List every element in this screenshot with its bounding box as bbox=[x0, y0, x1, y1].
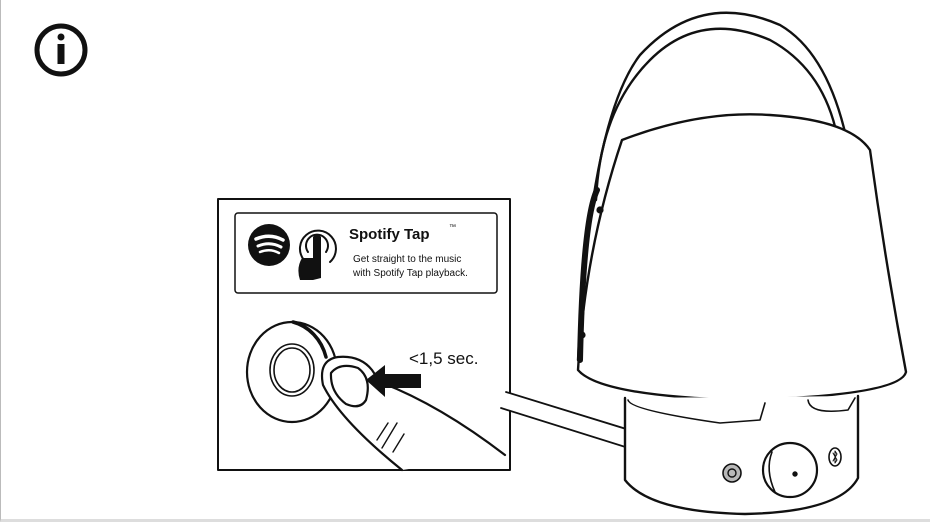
finger bbox=[320, 355, 507, 472]
speaker-lamp bbox=[576, 11, 908, 516]
duration-text: <1,5 sec. bbox=[409, 349, 478, 368]
label-line2: with Spotify Tap playback. bbox=[352, 268, 468, 279]
base bbox=[623, 394, 860, 516]
bluetooth-icon bbox=[832, 450, 838, 464]
spotify-logo-icon bbox=[248, 224, 290, 266]
tap-hand-icon bbox=[298, 229, 337, 280]
info-icon bbox=[34, 23, 88, 77]
shade bbox=[576, 113, 908, 402]
press-arrow-icon bbox=[366, 365, 421, 397]
spotify-tap-label bbox=[234, 212, 498, 294]
label-trademark: ™ bbox=[449, 224, 456, 231]
spotify-tap-button[interactable] bbox=[722, 463, 742, 483]
label-title: Spotify Tap bbox=[349, 226, 430, 243]
detail-panel bbox=[217, 198, 511, 471]
bluetooth-button[interactable] bbox=[828, 447, 842, 467]
label-line1: Get straight to the music bbox=[353, 254, 461, 265]
volume-knob[interactable] bbox=[761, 441, 819, 499]
